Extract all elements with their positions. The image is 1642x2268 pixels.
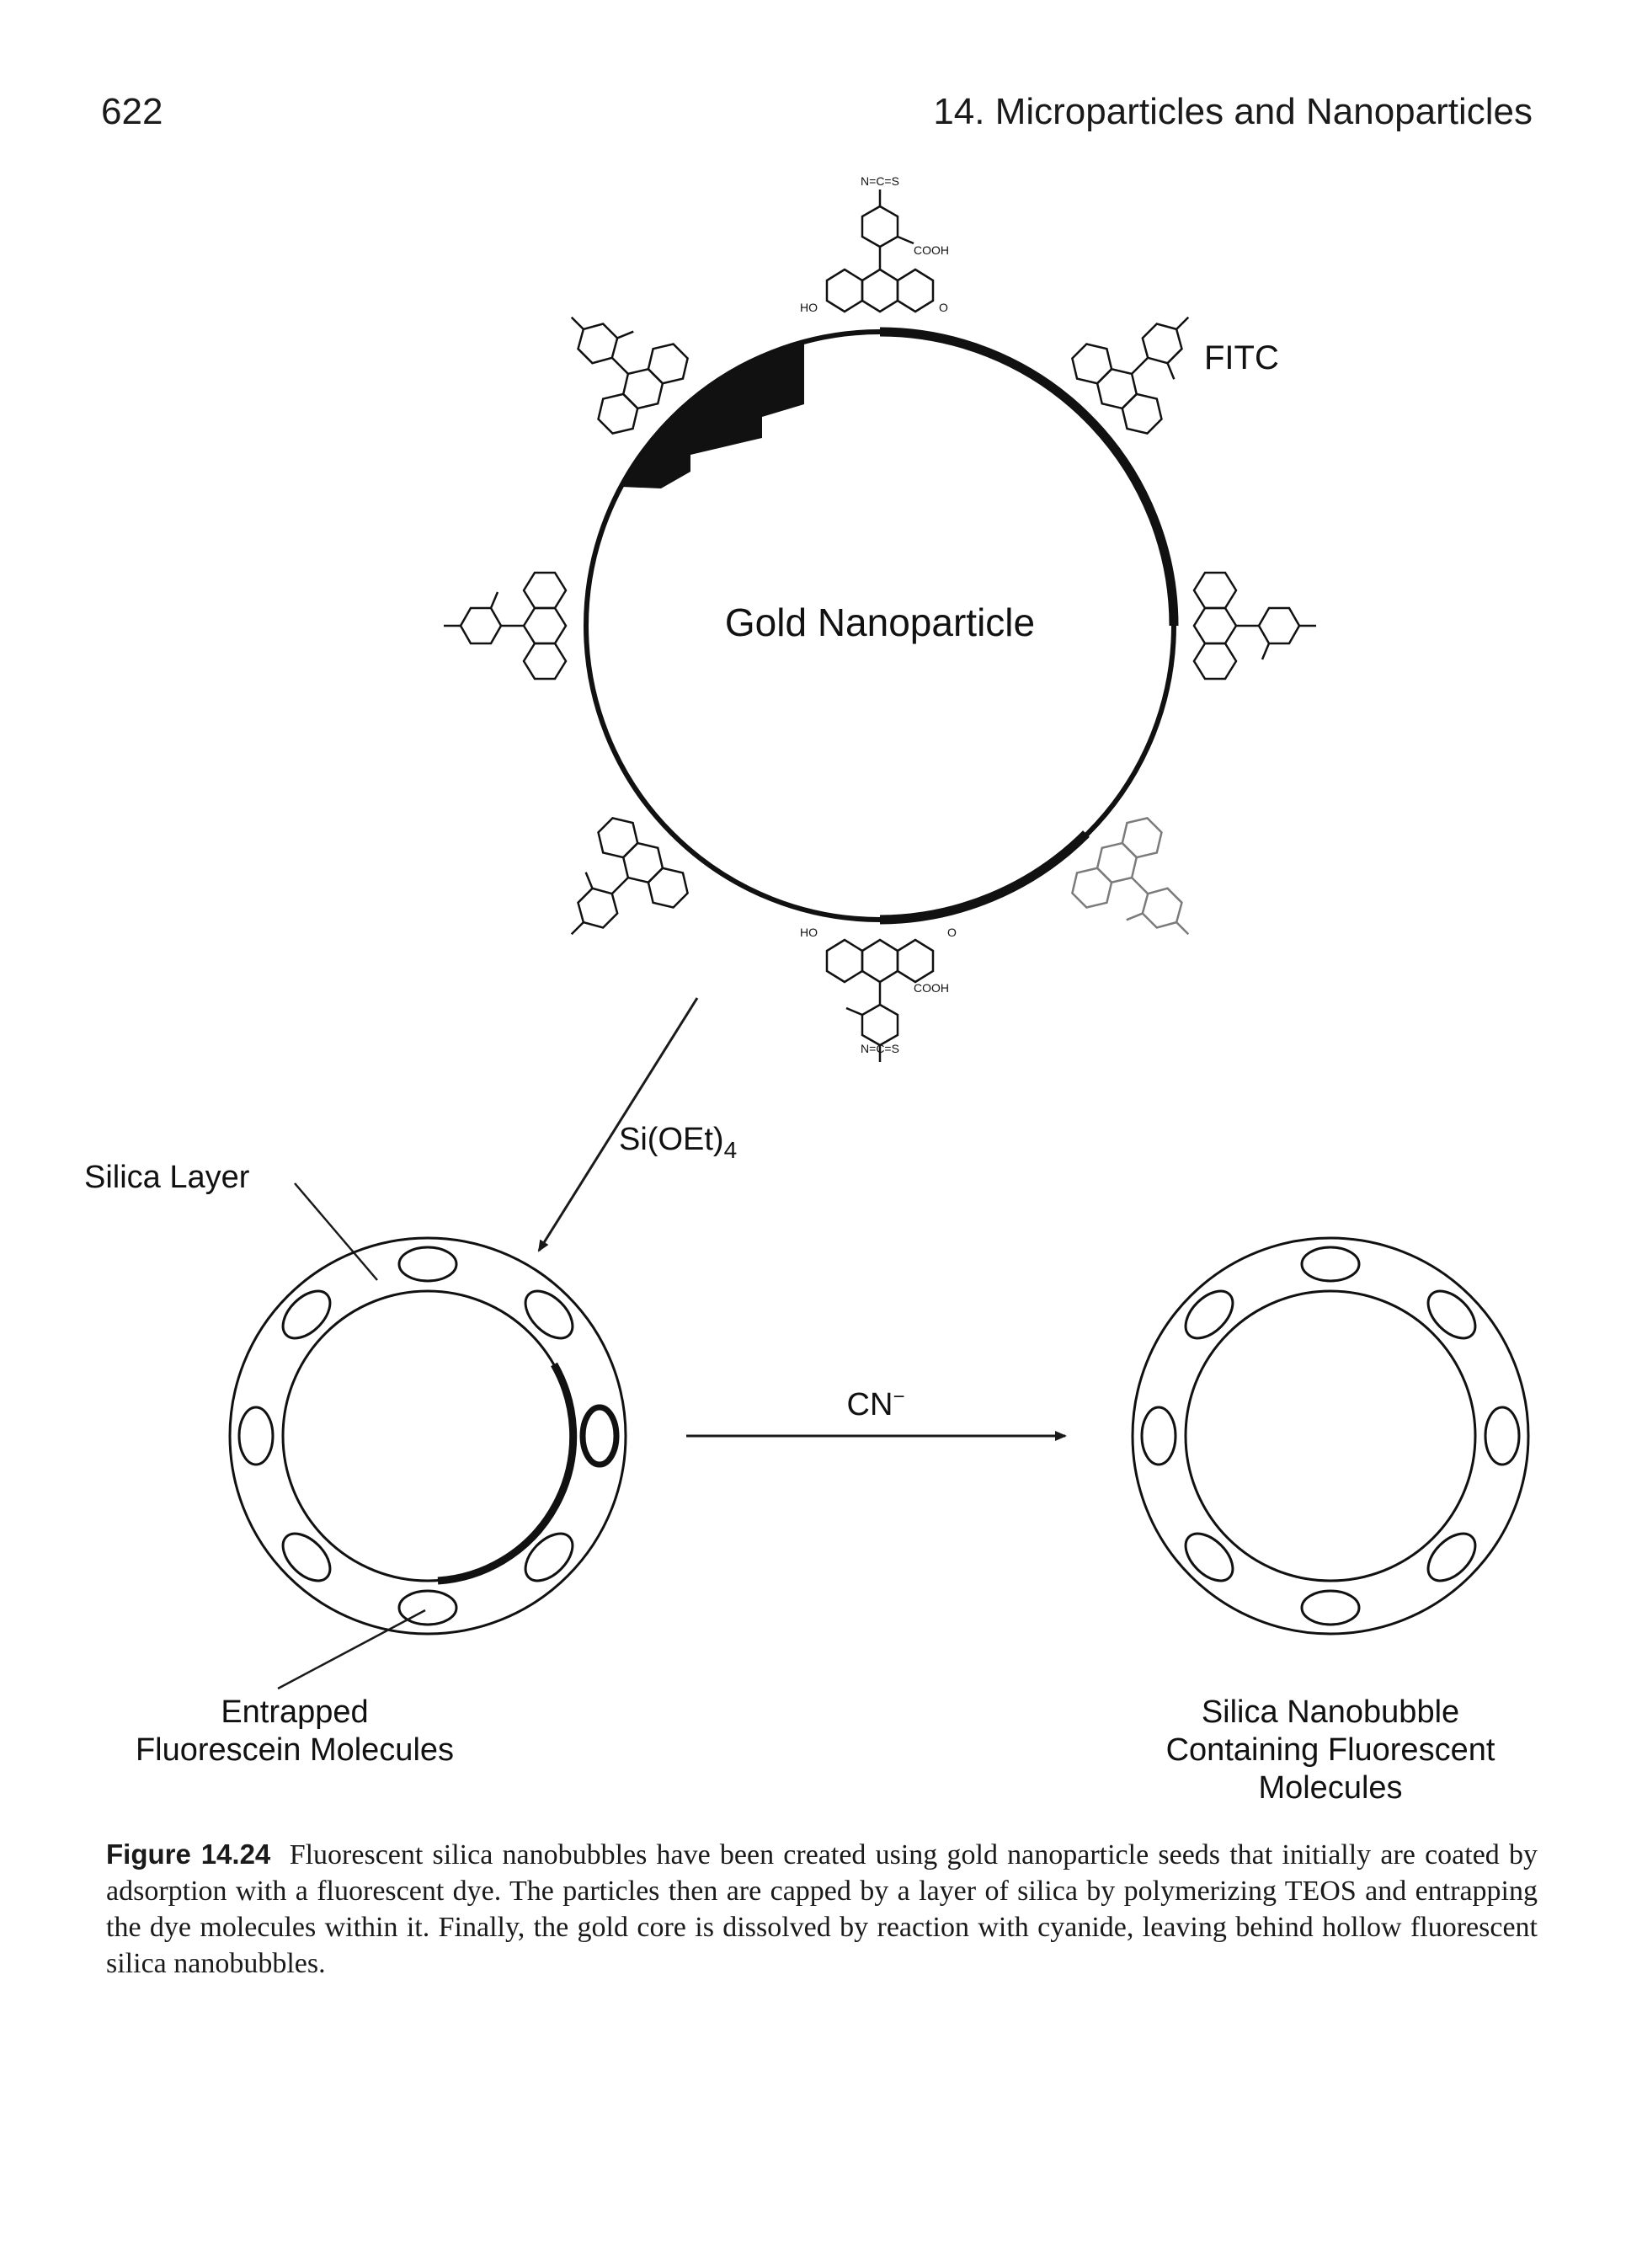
dye-pocket <box>1140 1406 1177 1466</box>
product-label-line3: Molecules <box>1258 1770 1402 1806</box>
dye-pocket <box>397 1589 458 1626</box>
nanobubble-figure: Gold Nanoparticle N=C=S COOH HO O N=C=S … <box>84 174 1530 1806</box>
caption-label: Figure 14.24 <box>106 1838 271 1870</box>
dye-pocket <box>281 1532 332 1582</box>
ho-label: HO <box>800 301 818 314</box>
fitc-molecule <box>442 571 568 680</box>
coated-particle <box>228 1236 627 1636</box>
dye-pocket <box>1184 1289 1234 1340</box>
dye-pocket <box>1426 1532 1477 1582</box>
entrapped-dye-ellipses <box>237 1246 620 1626</box>
dye-pocket <box>1300 1246 1361 1283</box>
cooh-label: COOH <box>914 243 949 257</box>
dye-pocket <box>237 1406 275 1466</box>
dye-pocket <box>524 1289 574 1340</box>
reagent-arrow <box>537 997 699 1252</box>
reaction-label: CN− <box>847 1385 905 1422</box>
dye-pocket <box>1300 1589 1361 1626</box>
running-head: 14. Microparticles and Nanoparticles <box>933 91 1533 132</box>
product-label-line1: Silica Nanobubble <box>1202 1694 1459 1730</box>
dye-pocket <box>281 1289 332 1340</box>
core-label: Gold Nanoparticle <box>725 600 1035 644</box>
dye-pocket <box>1426 1289 1477 1340</box>
o-label-bottom: O <box>947 926 957 939</box>
dye-pocket <box>1484 1406 1521 1466</box>
dye-pocket <box>397 1246 458 1283</box>
silica-layer-label: Silica Layer <box>84 1160 250 1195</box>
entrapped-dye-ellipses-product <box>1140 1246 1521 1626</box>
dye-pocket <box>524 1532 574 1582</box>
product-label-line2: Containing Fluorescent <box>1166 1732 1495 1768</box>
ho-label-bottom: HO <box>800 926 818 939</box>
reagent-label: Si(OEt)4 <box>619 1122 737 1163</box>
figure-caption: Figure 14.24 Fluorescent silica nanobubb… <box>106 1836 1538 1982</box>
entrapped-label-line2: Fluorescein Molecules <box>136 1732 454 1768</box>
cooh-label-bottom: COOH <box>914 981 949 995</box>
caption-text: Fluorescent silica nanobubbles have been… <box>106 1839 1538 1979</box>
ncs-label: N=C=S <box>861 174 899 188</box>
o-label: O <box>939 301 948 314</box>
gold-nanoparticle: Gold Nanoparticle <box>584 327 1179 925</box>
dye-pocket <box>1184 1532 1234 1582</box>
silica-layer-pointer <box>294 1182 378 1281</box>
fitc-molecule <box>1192 571 1318 680</box>
ncs-label-bottom: N=C=S <box>861 1042 899 1055</box>
entrapped-label-line1: Entrapped <box>221 1694 368 1730</box>
silica-nanobubble <box>1131 1236 1530 1636</box>
dye-pocket <box>579 1404 620 1468</box>
entrapped-pointer <box>277 1609 426 1690</box>
dark-core-segment <box>621 341 804 488</box>
page-number: 622 <box>101 91 163 132</box>
fitc-label: FITC <box>1204 339 1279 376</box>
